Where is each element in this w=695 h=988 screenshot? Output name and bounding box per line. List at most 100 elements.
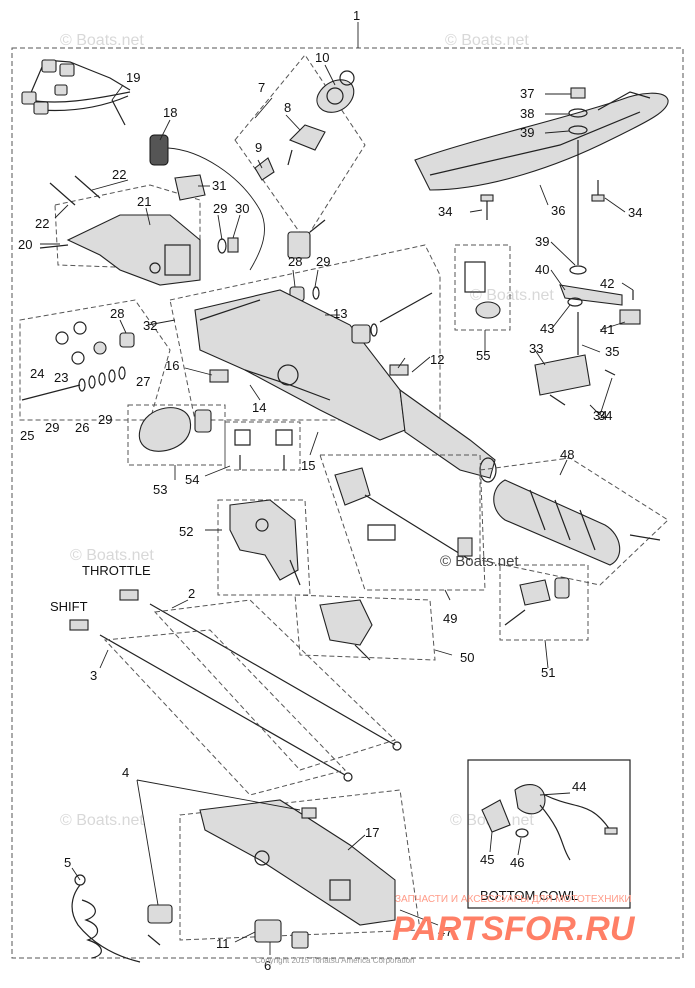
throttle-plate [217,499,311,596]
callout-28b: 28 [288,254,302,269]
steering-handle [169,244,497,483]
callout-23: 23 [54,370,68,385]
callout-15: 15 [301,458,315,473]
callout-29: 29 [213,201,227,216]
friction-adjuster [499,564,589,641]
stop-switch-assy [254,919,309,949]
washer-nut [217,237,239,254]
callout-51: 51 [541,665,555,680]
callout-11: 11 [216,936,230,951]
callout-24: 24 [30,366,44,381]
washer-stack [19,299,171,421]
callout-31: 31 [212,178,226,193]
callout-13: 13 [333,306,347,321]
callout-55: 55 [476,348,490,363]
callout-2: 2 [188,586,195,601]
watermark-text: © Boats.net [70,547,154,564]
callout-17: 17 [365,825,379,840]
callout-43: 43 [540,321,554,336]
shift-plate [294,594,436,661]
callout-46: 46 [510,855,524,870]
callout-22: 22 [112,167,126,182]
callout-41: 41 [600,322,614,337]
bracket-33 [534,312,616,406]
callout-labels: 1 2 3 4 5 6 7 8 9 10 11 12 13 14 15 16 1… [18,8,642,973]
callout-16: 16 [165,358,179,373]
callout-42: 42 [600,276,614,291]
callout-54: 54 [185,472,199,487]
callout-22b: 22 [35,216,49,231]
lower-bracket [179,789,421,941]
callout-36: 36 [551,203,565,218]
callout-21: 21 [137,194,151,209]
tiller-guard [414,91,669,191]
callout-8: 8 [284,100,291,115]
callout-34d: 34 [598,408,612,423]
bracket-55 [454,244,511,331]
throttle-label: THROTTLE [82,563,151,578]
bracket-54 [224,421,301,471]
long-bolt [119,292,433,348]
callout-44: 44 [572,779,586,794]
copyright-text: Copyright 2015 Tohatsu America Corporati… [255,956,415,965]
callout-20: 20 [18,237,32,252]
grommet [149,134,265,271]
shift-label: SHIFT [50,599,88,614]
callout-10: 10 [315,50,329,65]
callout-18: 18 [163,105,177,120]
callout-40: 40 [535,262,549,277]
throttle-grip [479,457,669,586]
callout-48: 48 [560,447,574,462]
brand-logo-text: PARTSFOR.RU [392,910,636,948]
switch-group [234,54,366,259]
callout-26: 26 [75,420,89,435]
callout-45: 45 [480,852,494,867]
callout-32: 32 [143,318,157,333]
callout-4: 4 [122,765,129,780]
callout-34b: 34 [628,205,642,220]
clip-part [174,174,206,201]
callout-19: 19 [126,70,140,85]
callout-14: 14 [252,400,266,415]
callout-9: 9 [255,140,262,155]
nut-stack [568,87,588,265]
callout-27: 27 [136,374,150,389]
callout-47: 47 [438,924,452,939]
callout-49: 49 [443,611,457,626]
brand-tagline: ЗАПЧАСТИ И АКСЕССУАРЫ ДЛЯ МОТОТЕХНИКИ [395,894,632,905]
text-labels: THROTTLE SHIFT BOTTOM COWL © Boats.net C… [50,553,636,965]
callout-29b: 29 [316,254,330,269]
callout-12: 12 [430,352,444,367]
watermark-text: © Boats.net [60,32,144,49]
lanyard-cord [71,874,173,963]
assembly-outline [11,22,684,959]
watermark-text: © Boats.net [470,287,554,304]
cable-assembly [69,589,402,796]
callout-34: 34 [438,204,452,219]
callout-33: 33 [529,341,543,356]
callout-39b: 39 [535,234,549,249]
cable-clamp-group [319,454,486,591]
bolt-34 [480,180,605,220]
callout-34c: 34 [593,408,607,423]
callout-25: 25 [20,428,34,443]
callout-7: 7 [258,80,265,95]
bottom-cowl-inset [467,759,631,909]
steering-bracket [39,175,201,286]
callout-1: 1 [353,8,360,23]
callout-37: 37 [520,86,534,101]
callout-29d: 29 [98,412,112,427]
callout-28: 28 [110,306,124,321]
callout-50: 50 [460,650,474,665]
bottom-cowl-label: BOTTOM COWL [480,888,578,903]
callout-3: 3 [90,668,97,683]
callout-5: 5 [64,855,71,870]
watermark-text: © Boats.net [60,812,144,829]
callout-6: 6 [264,958,271,973]
stop-switch-knob [127,404,226,466]
callout-29c: 29 [45,420,59,435]
leader-lines [40,64,634,955]
watermark-text: © Boats.net [445,32,529,49]
bracket-40 [559,265,641,325]
